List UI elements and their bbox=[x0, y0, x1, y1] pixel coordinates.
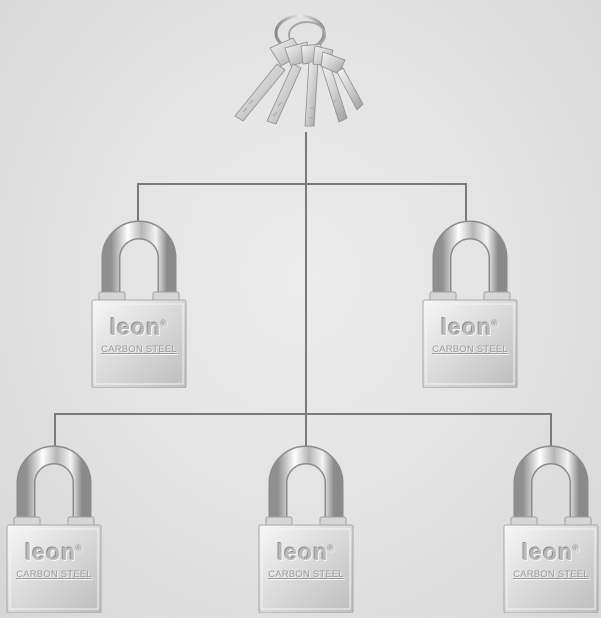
model-label: CARBON STEEL bbox=[501, 569, 601, 580]
brand-logo: leon® bbox=[420, 314, 520, 341]
padlock-top-right: leon® CARBON STEEL bbox=[420, 218, 520, 388]
padlock-icon bbox=[4, 443, 104, 613]
model-label: CARBON STEEL bbox=[89, 344, 189, 355]
model-label: CARBON STEEL bbox=[4, 569, 104, 580]
padlock-icon bbox=[420, 218, 520, 388]
padlock-bottom-left: leon® CARBON STEEL bbox=[4, 443, 104, 613]
brand-logo: leon® bbox=[89, 314, 189, 341]
connector-bottom-bar bbox=[54, 413, 552, 415]
connector-top-bar bbox=[137, 183, 467, 185]
brand-logo: leon® bbox=[501, 539, 601, 566]
model-label: CARBON STEEL bbox=[256, 569, 356, 580]
connector-trunk bbox=[305, 132, 307, 448]
brand-logo: leon® bbox=[256, 539, 356, 566]
padlock-bottom-right: leon® CARBON STEEL bbox=[501, 443, 601, 613]
padlock-icon bbox=[501, 443, 601, 613]
padlock-bottom-center: leon® CARBON STEEL bbox=[256, 443, 356, 613]
key-bunch-icon bbox=[215, 8, 365, 133]
padlock-top-left: leon® CARBON STEEL bbox=[89, 218, 189, 388]
padlock-icon bbox=[256, 443, 356, 613]
padlock-icon bbox=[89, 218, 189, 388]
brand-logo: leon® bbox=[4, 539, 104, 566]
model-label: CARBON STEEL bbox=[420, 344, 520, 355]
